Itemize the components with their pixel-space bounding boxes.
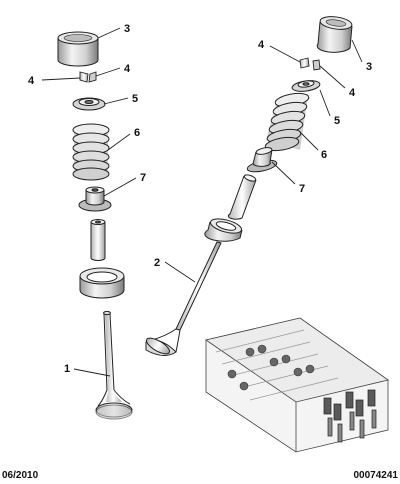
callout-labels: 3 4 4 5 6 7 1 2 3 4 4 5 6 7 [28,23,372,375]
valve-guide-right [227,174,257,220]
callout-collet-right-b: 4 [349,87,356,99]
callout-spring-right: 6 [321,149,327,161]
valve-guide-left [90,219,106,261]
callout-valve-left: 1 [64,363,70,375]
tappet-left [57,31,99,67]
collets-right [299,57,321,71]
leader-lines [41,27,363,377]
callout-collet-left-b: 4 [124,63,131,75]
stem-seal-left [78,186,112,212]
callout-spring-left: 6 [134,127,140,139]
spring-retainer-right [291,80,321,92]
callout-tappet-left: 3 [124,23,130,35]
valve-seat-right [204,218,243,242]
valve-seat-left [79,267,125,299]
callout-retainer-left: 5 [132,93,138,105]
valve-spring-left [72,123,110,181]
valve-left [95,310,133,420]
diagram-date: 06/2010 [2,470,39,481]
callout-collet-left-a: 4 [28,75,35,87]
callout-valve-right: 2 [154,257,160,269]
collets-left [79,71,97,83]
callout-seal-left: 7 [140,172,146,184]
spring-retainer-left [72,97,106,111]
diagram-reference: 00074241 [353,470,399,481]
stem-seal-right [246,147,278,173]
callout-seal-right: 7 [299,183,305,195]
callout-collet-right-a: 4 [258,39,265,51]
valve-spring-right [264,92,310,152]
callout-tappet-right: 3 [366,61,372,73]
valve-right [145,241,222,356]
callout-retainer-right: 5 [334,115,340,127]
tappet-right [316,16,353,53]
cylinder-head-thumbnail [205,317,389,453]
